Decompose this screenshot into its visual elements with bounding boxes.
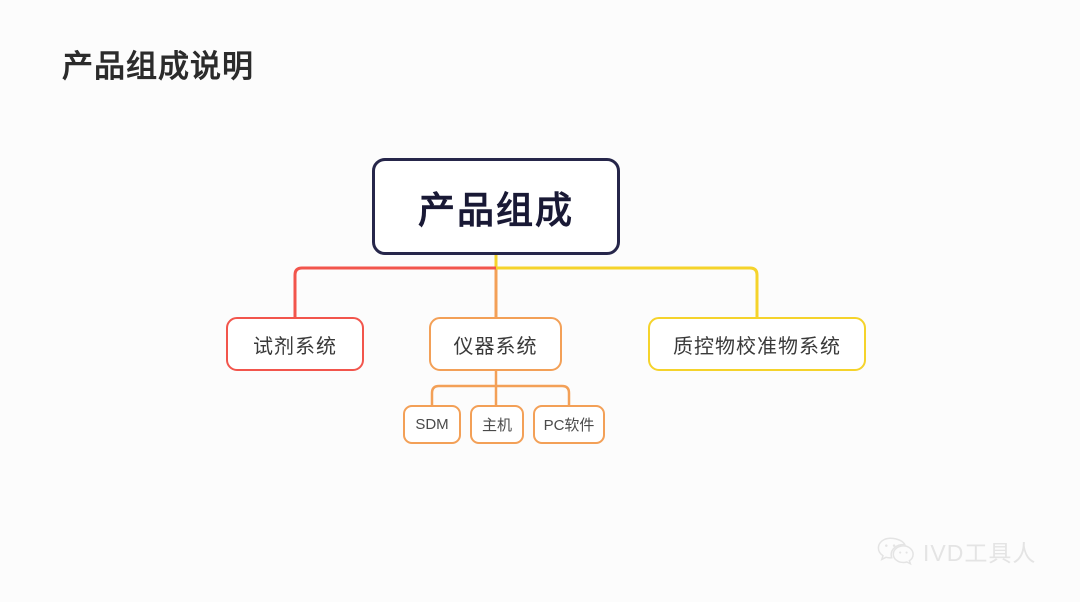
node-host[interactable]: 主机 xyxy=(470,405,524,444)
node-pc-software[interactable]: PC软件 xyxy=(533,405,605,444)
page-title: 产品组成说明 xyxy=(62,49,254,84)
node-sdm[interactable]: SDM xyxy=(403,405,461,444)
wechat-icon xyxy=(877,537,914,566)
watermark: IVD工具人 xyxy=(876,534,1036,568)
node-instrument-system[interactable]: 仪器系统 xyxy=(429,317,562,371)
node-reagent-system[interactable]: 试剂系统 xyxy=(226,317,364,371)
node-root-product-composition[interactable]: 产品组成 xyxy=(372,158,620,255)
watermark-text: IVD工具人 xyxy=(923,540,1037,566)
node-qc-calibrator-system[interactable]: 质控物校准物系统 xyxy=(648,317,866,371)
